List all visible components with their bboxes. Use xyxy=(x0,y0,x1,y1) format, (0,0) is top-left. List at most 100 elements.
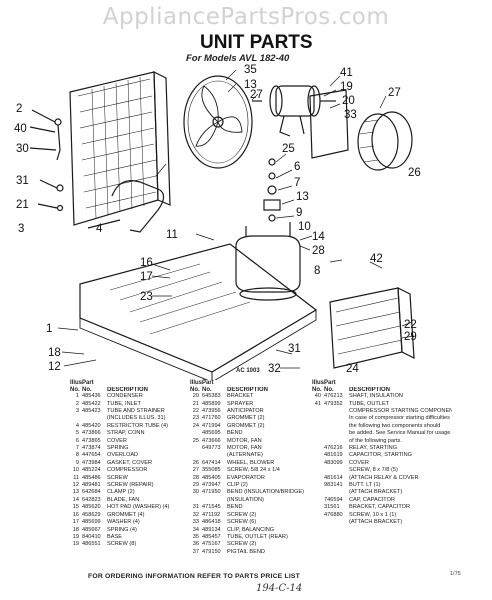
part-number: 486551 xyxy=(82,541,101,548)
handwritten-note: 194-C-14 xyxy=(256,583,303,594)
callout-1: 1 xyxy=(46,323,52,335)
part-number: 485899 xyxy=(202,400,221,407)
illus-number xyxy=(190,497,202,504)
illus-number: 19 xyxy=(72,541,79,548)
illus-number xyxy=(312,452,324,459)
evaporator-drawing xyxy=(329,286,415,369)
part-description: HOT PAD (WASHER) (4) xyxy=(107,504,170,511)
table-row: (ATTACH BRACKET) xyxy=(312,519,452,526)
part-number: 458629 xyxy=(82,511,101,518)
part-description: WHEEL, BLOWER xyxy=(227,459,275,466)
part-number: 355085 xyxy=(202,467,221,474)
illus-number: 34 xyxy=(192,526,199,533)
part-description: SPRING xyxy=(107,445,129,452)
illus-number: 18 xyxy=(72,526,79,533)
part-description: SPRING (4) xyxy=(107,526,137,533)
illus-number xyxy=(190,452,202,459)
part-number: 485457 xyxy=(202,533,221,540)
callout-24: 24 xyxy=(346,363,359,375)
table-row: SCREW, 8 x 7/8 (5) xyxy=(312,467,452,474)
part-number: 649773 xyxy=(202,445,221,452)
illus-number xyxy=(312,423,324,430)
illus-number: 9 xyxy=(75,459,79,466)
part-description: the following two components should xyxy=(349,422,441,429)
part-number xyxy=(202,452,227,459)
illus-number: 27 xyxy=(192,467,199,474)
callout-21: 21 xyxy=(16,199,29,211)
part-number: 746594 xyxy=(324,496,343,503)
callout-2: 2 xyxy=(16,103,22,115)
part-number: 475167 xyxy=(202,541,221,548)
table-row: COMPRESSOR STARTING COMPONENTS xyxy=(312,408,452,415)
callout-41: 41 xyxy=(340,67,353,79)
part-description: be added. See Service Manual for usage xyxy=(349,430,451,437)
part-description: TUBE AND STRAINER xyxy=(107,408,165,414)
callout-31: 31 xyxy=(16,175,29,187)
illus-number xyxy=(312,415,324,422)
part-description: COMPRESSOR STARTING COMPONENTS xyxy=(349,408,452,414)
illus-number: 36 xyxy=(192,541,199,548)
callout-4: 4 xyxy=(96,223,103,235)
illus-number xyxy=(312,475,324,482)
part-description: GROMMET (2) xyxy=(227,415,265,422)
part-number: 485695 xyxy=(202,430,221,437)
part-description: (INSULATION) xyxy=(227,496,264,503)
part-description: BASE xyxy=(107,533,122,540)
callout-17: 17 xyxy=(140,271,153,283)
small-parts-stack xyxy=(263,158,281,222)
restrictor-tube-drawing xyxy=(111,180,165,233)
illus-number: 3 xyxy=(75,408,79,414)
part-number: 471994 xyxy=(202,422,221,429)
callout-40: 40 xyxy=(14,123,27,135)
part-description: In case of compressor starting difficult… xyxy=(349,415,450,422)
part-description: (ATTACH RELAY & COVER xyxy=(349,474,419,481)
part-number: 485436 xyxy=(82,393,101,400)
part-description: (ATTACH BRACKET) xyxy=(349,519,403,526)
part-number xyxy=(324,467,349,474)
blower-wheel-drawing xyxy=(357,111,413,171)
illus-number: 35 xyxy=(192,533,199,540)
illus-number: 7 xyxy=(75,445,79,452)
illus-number: 14 xyxy=(72,496,79,503)
part-number: 473865 xyxy=(82,437,101,444)
illus-number: 40 xyxy=(314,393,321,400)
part-number: 473947 xyxy=(202,482,221,489)
part-description: BEND xyxy=(227,504,243,511)
part-description: SCREW (2) xyxy=(227,541,257,548)
compressor-drawing xyxy=(235,222,301,301)
part-description: TUBE, INLET xyxy=(107,400,141,407)
part-description: PIGTAIL BEND xyxy=(227,548,265,555)
part-description: RELAY, STARTING xyxy=(349,445,398,452)
part-description: SCREW (2) xyxy=(227,511,257,518)
part-number: 473956 xyxy=(202,408,221,414)
illus-number xyxy=(312,445,324,452)
illus-number: 16 xyxy=(72,511,79,518)
illus-number: 25 xyxy=(192,437,199,444)
illus-number xyxy=(312,460,324,467)
part-number: 485486 xyxy=(82,474,101,481)
callout-labels: 35 13 27 41 19 20 33 27 2 40 30 31 21 3 … xyxy=(14,64,421,375)
